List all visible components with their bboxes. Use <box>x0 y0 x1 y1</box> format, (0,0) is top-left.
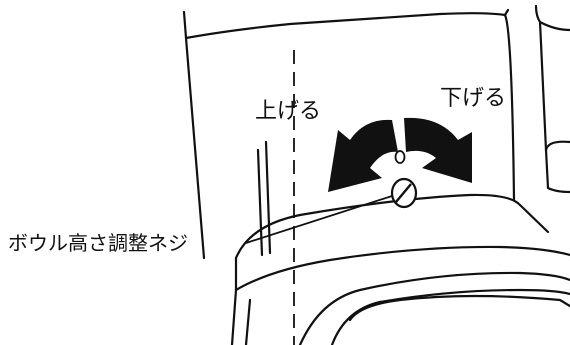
label-lower: 下げる <box>440 86 507 111</box>
housing-left-edge <box>184 36 206 260</box>
leader-line <box>245 195 393 244</box>
bowl-rim <box>298 271 570 345</box>
groove-line-2 <box>264 140 272 255</box>
housing-upper-left <box>182 8 510 40</box>
bowl-edge-small <box>244 298 252 345</box>
arrow-raise-icon <box>328 119 398 192</box>
screw-head <box>390 177 418 209</box>
bowl-outer <box>234 245 570 292</box>
bowl-inner-curve <box>348 294 570 322</box>
arrow-lower-icon <box>404 117 472 183</box>
bowl-bottom <box>230 288 238 345</box>
o-mark <box>394 150 406 164</box>
label-raise: 上げる <box>255 99 322 124</box>
knob-right-base <box>544 148 570 194</box>
base-curve <box>234 193 550 260</box>
housing-right-seam <box>503 13 516 202</box>
bowl-rim-inner <box>330 288 570 345</box>
label-bowl-height-screw: ボウル高さ調整ネジ <box>8 231 188 255</box>
right-column-edge <box>538 20 548 152</box>
knob-right <box>544 140 570 152</box>
